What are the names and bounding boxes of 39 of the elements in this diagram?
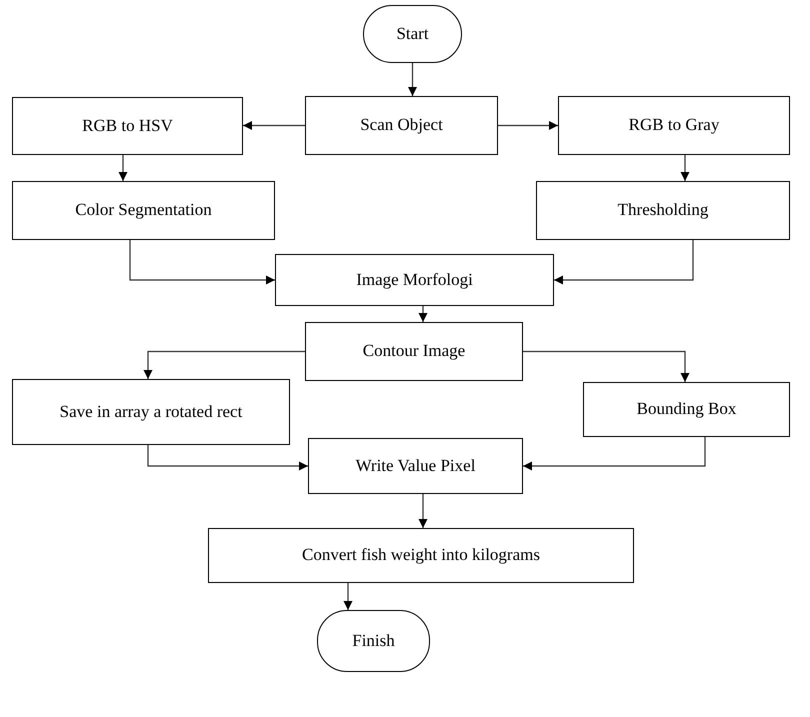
arrow — [498, 121, 558, 130]
node-label: RGB to Gray — [628, 114, 720, 136]
arrow — [554, 240, 694, 284]
node-label: Contour Image — [362, 340, 466, 362]
arrow — [144, 350, 305, 379]
terminal-box — [317, 610, 430, 672]
arrow — [680, 155, 690, 181]
process-box — [558, 96, 790, 155]
process-box — [308, 438, 523, 494]
process-box — [583, 382, 790, 437]
node-label: Color Segmentation — [75, 199, 212, 222]
arrow — [147, 445, 308, 470]
process-box — [12, 181, 275, 240]
node-label: Write Value Pixel — [356, 454, 476, 477]
arrow — [129, 240, 275, 284]
node-label: Start — [396, 22, 429, 45]
process-box — [305, 322, 523, 381]
process-box — [275, 254, 554, 306]
process-box — [12, 379, 290, 445]
arrow — [523, 437, 706, 470]
arrow — [523, 350, 690, 382]
node-label: Bounding Box — [636, 398, 736, 420]
arrow — [118, 155, 128, 181]
node-label: Image Morfologi — [356, 268, 473, 291]
process-box — [208, 528, 634, 583]
arrow — [418, 306, 428, 322]
node-label: Convert fish weight into kilograms — [302, 544, 540, 566]
process-box — [536, 181, 790, 240]
arrow — [408, 63, 417, 96]
process-box — [305, 96, 498, 155]
node-label: Save in array a rotated rect — [60, 400, 242, 423]
node-label: Finish — [352, 630, 395, 652]
arrow — [344, 583, 352, 610]
node-label: Scan Object — [360, 114, 443, 136]
arrow — [418, 494, 428, 528]
node-label: RGB to HSV — [82, 114, 173, 137]
arrow — [243, 121, 305, 130]
node-label: Thresholding — [618, 199, 708, 222]
process-box — [12, 97, 243, 155]
